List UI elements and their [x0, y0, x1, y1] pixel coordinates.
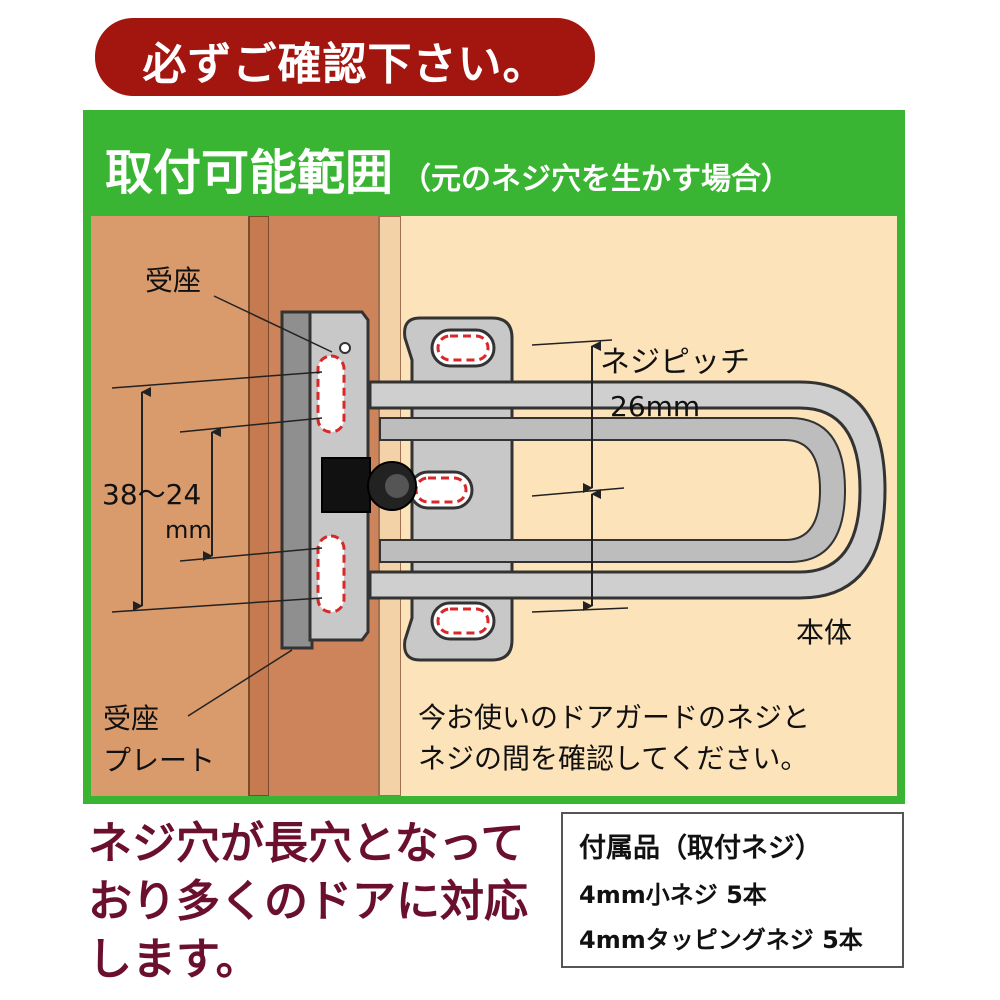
- guard-arm: [368, 380, 887, 600]
- instruction-line2: ネジの間を確認してください。: [418, 742, 808, 775]
- receiver-plate: [280, 310, 314, 650]
- label-body: 本体: [796, 616, 852, 649]
- pitch-ext-line-2: [531, 487, 625, 497]
- guard-arm-inner: [379, 417, 847, 563]
- label-receiver: 受座: [145, 264, 201, 297]
- body-hole-bottom-dash: [436, 607, 490, 635]
- label-plate-line1: 受座: [103, 702, 159, 735]
- pitch-ext-line-3: [531, 607, 629, 613]
- note-line-2: おり多くのドアに対応: [88, 876, 528, 927]
- door-left-area: [91, 216, 249, 796]
- confirm-banner: 必ずご確認下さい。: [95, 18, 595, 96]
- receiver-leader: [213, 295, 333, 353]
- receiver-slot-upper: [316, 354, 346, 434]
- accessories-item-1: 4mm小ネジ 5本: [579, 881, 767, 909]
- label-plate-line2: プレート: [103, 744, 215, 777]
- accessories-title: 付属品（取付ネジ）: [579, 833, 822, 864]
- note-line-3: します。: [88, 934, 260, 985]
- panel-title-main: 取付可能範囲: [105, 145, 394, 201]
- plate-leader: [187, 649, 293, 717]
- latch-knob-cap: [385, 474, 409, 498]
- accessories-box: 付属品（取付ネジ） 4mm小ネジ 5本 4mmタッピングネジ 5本: [561, 812, 904, 968]
- label-range-value: 38～24: [102, 478, 201, 511]
- pitch-ext-line-1: [531, 339, 613, 346]
- confirm-banner-text: 必ずご確認下さい。: [142, 39, 548, 90]
- body-hole-top-dash: [436, 334, 490, 362]
- receiver-slot-lower: [316, 534, 346, 614]
- receiver-top-hole: [339, 342, 351, 354]
- note-line-1: ネジ穴が長穴となって: [88, 818, 525, 869]
- latch-block: [321, 457, 371, 513]
- accessories-item-2: 4mmタッピングネジ 5本: [579, 926, 863, 954]
- compatibility-note: ネジ穴が長穴となって おり多くのドアに対応 します。: [88, 815, 548, 989]
- instruction-line1: 今お使いのドアガードのネジと: [418, 701, 810, 734]
- label-pitch-title: ネジピッチ: [600, 345, 750, 380]
- range-ext-line-1: [111, 371, 323, 389]
- door-frame: [248, 216, 270, 796]
- label-range-unit: mm: [165, 516, 212, 544]
- body-hole-bottom: [430, 601, 496, 641]
- label-pitch-value: 26mm: [610, 390, 700, 423]
- body-hole-top: [430, 328, 496, 368]
- panel-title-sub: （元のネジ穴を生かす場合）: [401, 162, 792, 197]
- installation-diagram: 受座 38～24 mm ネジピッチ 26mm 本体 受座 プレート 今お使いのド…: [91, 216, 897, 796]
- panel-title: 取付可能範囲（元のネジ穴を生かす場合）: [105, 133, 791, 203]
